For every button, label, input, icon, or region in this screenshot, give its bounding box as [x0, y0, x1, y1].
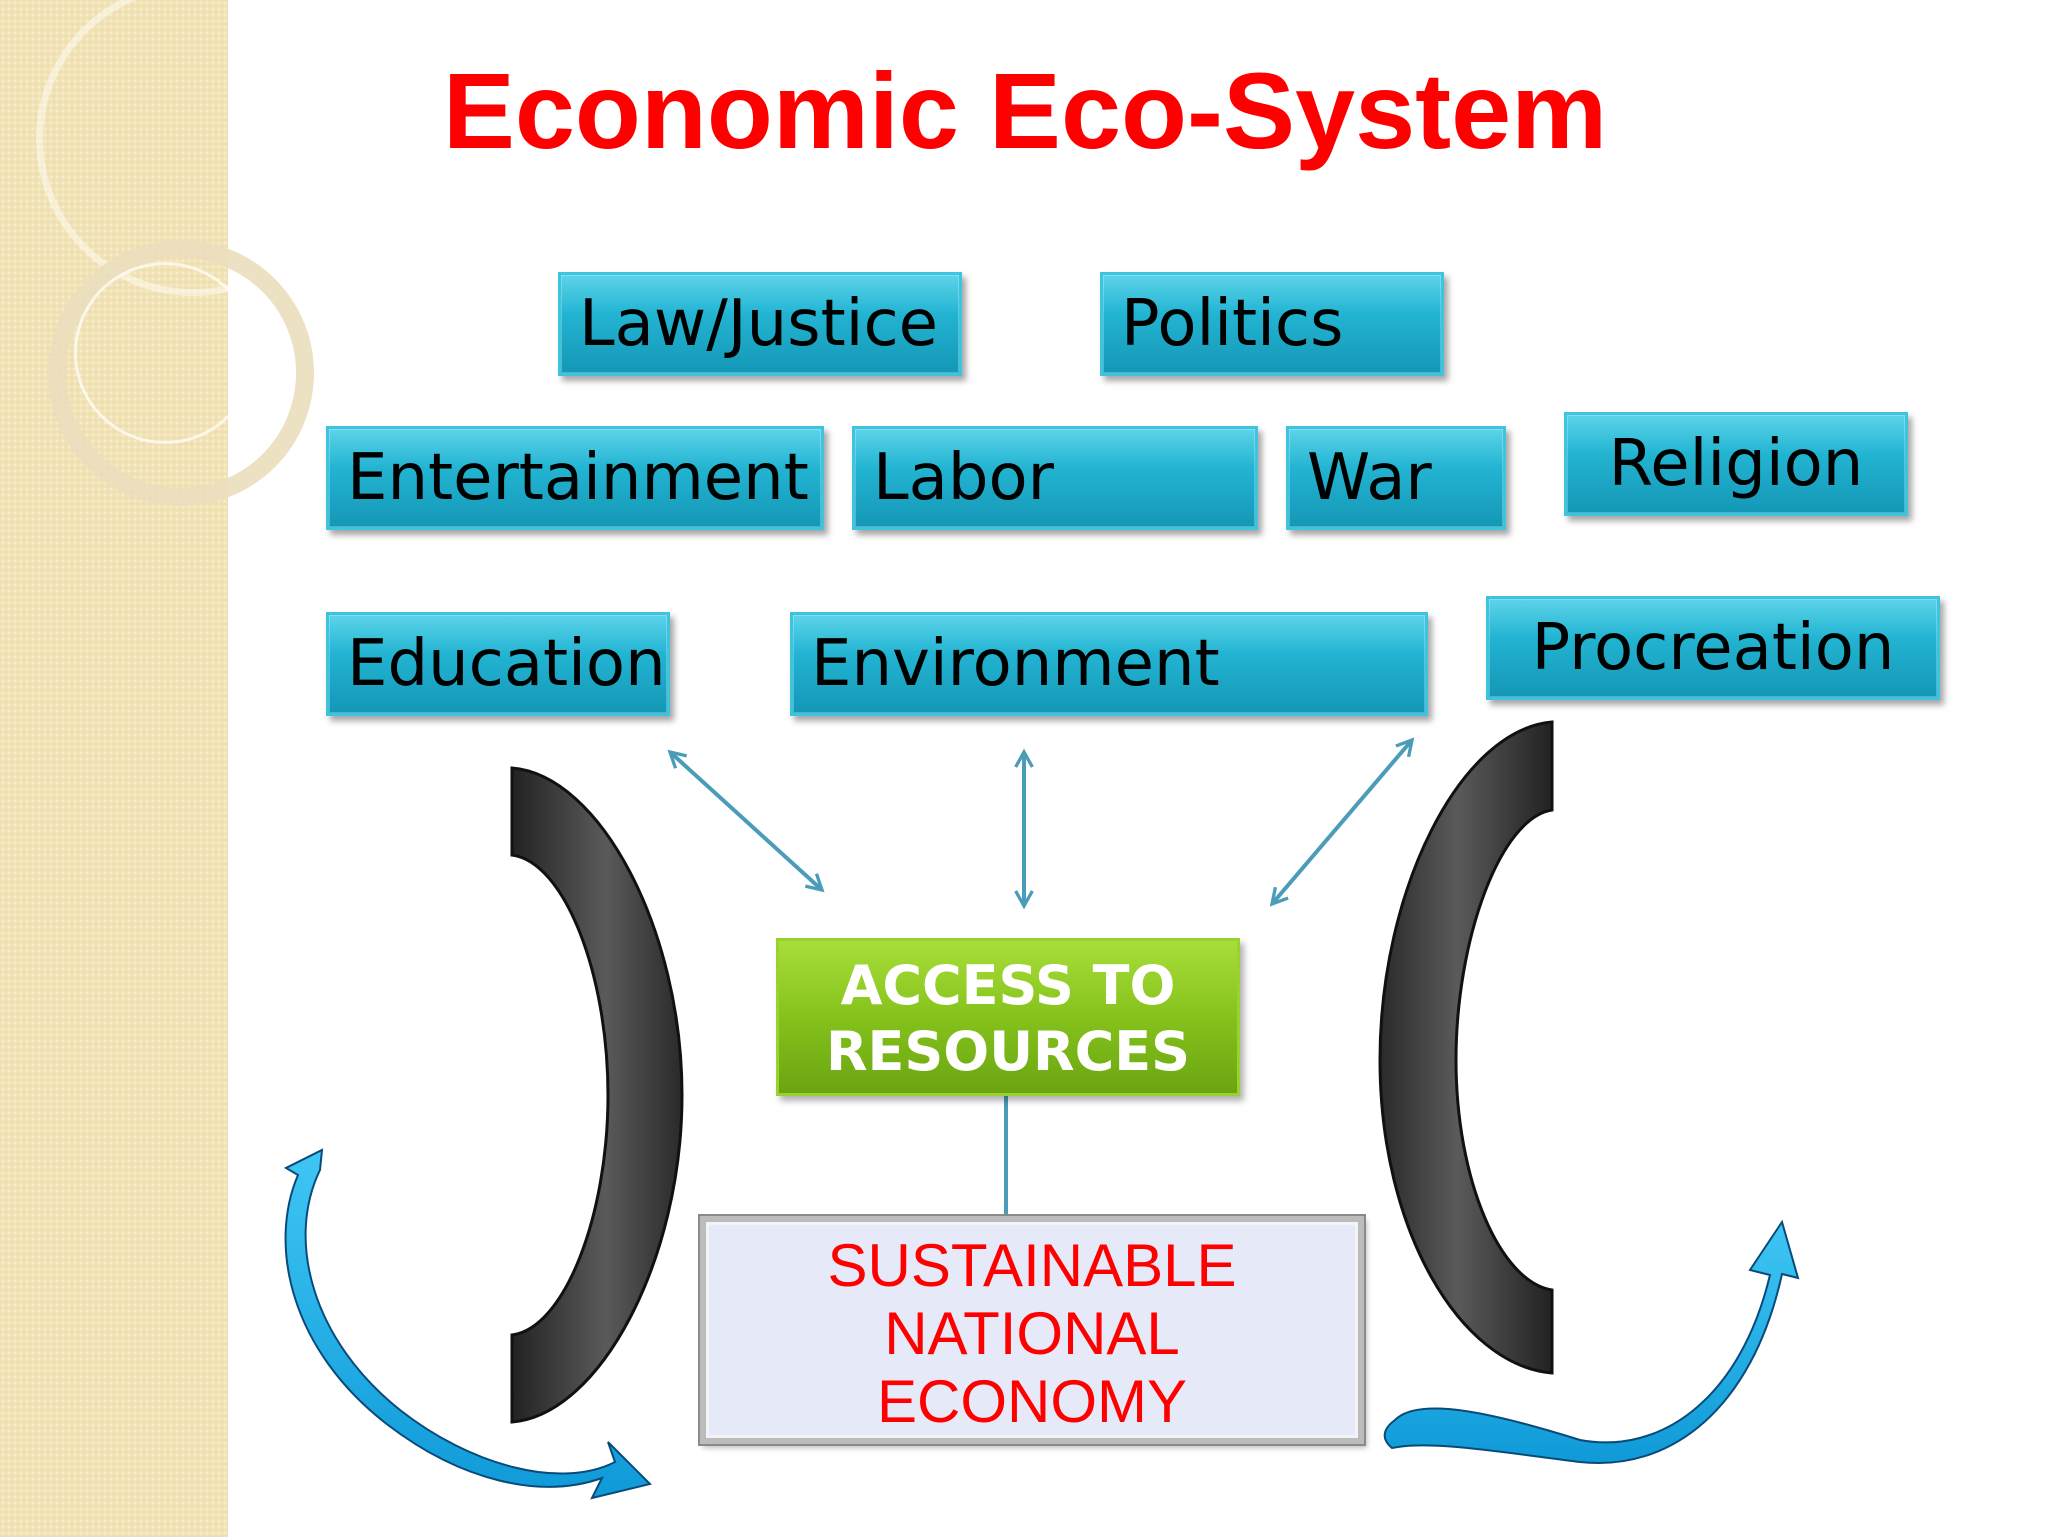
- left-bracket-shape: [510, 766, 684, 1424]
- factor-law-justice: Law/Justice: [558, 272, 962, 376]
- factor-religion: Religion: [1564, 412, 1908, 516]
- decorative-ring: [74, 262, 256, 444]
- decorative-sidebar: [0, 0, 350, 1537]
- factor-war: War: [1286, 426, 1506, 530]
- outcome-line-2: NATIONAL: [884, 1300, 1180, 1367]
- right-bracket-shape: [1378, 720, 1554, 1375]
- factor-labor: Labor: [852, 426, 1258, 530]
- access-line-1: ACCESS TO: [840, 954, 1176, 1017]
- sustainable-national-economy-box: SUSTAINABLE NATIONAL ECONOMY: [698, 1214, 1366, 1446]
- factor-education: Education: [326, 612, 670, 716]
- factor-politics: Politics: [1100, 272, 1444, 376]
- outcome-line-3: ECONOMY: [876, 1368, 1188, 1435]
- slide-title: Economic Eco-System: [442, 50, 1608, 171]
- factor-entertainment: Entertainment: [326, 426, 824, 530]
- factor-procreation: Procreation: [1486, 596, 1940, 700]
- access-line-2: RESOURCES: [825, 1020, 1191, 1083]
- left-curved-arrow-shape: [283, 1148, 652, 1500]
- right-curved-arrow-shape: [1383, 1219, 1800, 1464]
- outcome-line-1: SUSTAINABLE: [827, 1232, 1237, 1299]
- access-to-resources-box: ACCESS TO RESOURCES: [776, 938, 1240, 1096]
- connector-education-access: [670, 752, 822, 890]
- connector-procreation-access: [1272, 740, 1412, 904]
- factor-environment: Environment: [790, 612, 1428, 716]
